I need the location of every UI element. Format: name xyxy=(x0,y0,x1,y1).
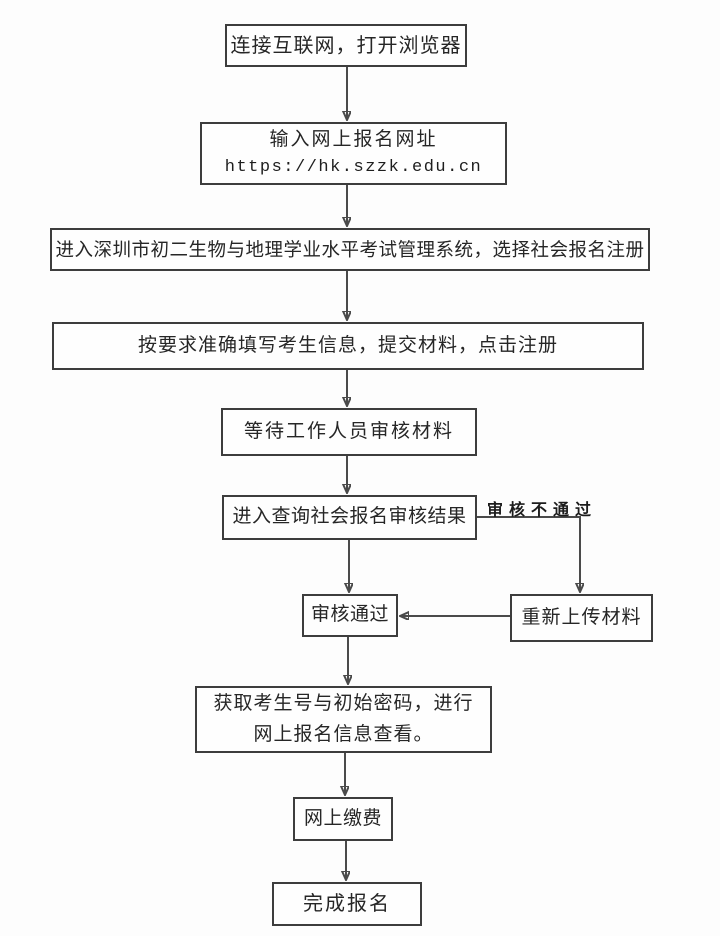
node-enter-system: 进入深圳市初二生物与地理学业水平考试管理系统，选择社会报名注册 xyxy=(50,228,650,271)
node-review-pass-label: 审核通过 xyxy=(310,604,389,626)
node-enter-system-label: 进入深圳市初二生物与地理学业水平考试管理系统，选择社会报名注册 xyxy=(55,238,645,260)
node-wait-review-label: 等待工作人员审核材料 xyxy=(243,420,454,442)
node-fill-info: 按要求准确填写考生信息，提交材料，点击注册 xyxy=(52,322,644,370)
node-connect-internet-label: 连接互联网，打开浏览器 xyxy=(230,34,462,57)
node-wait-review: 等待工作人员审核材料 xyxy=(221,408,477,456)
node-reupload: 重新上传材料 xyxy=(510,594,653,642)
node-review-pass: 审核通过 xyxy=(302,594,398,637)
node-get-id: 获取考生号与初始密码，进行网上报名信息查看。 xyxy=(195,686,492,753)
node-reupload-label: 重新上传材料 xyxy=(521,606,642,628)
node-pay-online: 网上缴费 xyxy=(293,797,393,841)
arrow-query-to-reupload xyxy=(477,516,580,591)
node-connect-internet: 连接互联网，打开浏览器 xyxy=(225,24,467,67)
node-query-result-label: 进入查询社会报名审核结果 xyxy=(232,506,467,528)
edge-label-review-fail: 审核不通过 xyxy=(487,502,598,519)
node-enter-url-label: 输入网上报名网址 xyxy=(269,129,438,151)
node-enter-url-address: https://hk.szzk.edu.cn xyxy=(224,157,483,177)
node-query-result: 进入查询社会报名审核结果 xyxy=(222,495,477,540)
node-fill-info-label: 按要求准确填写考生信息，提交材料，点击注册 xyxy=(137,334,558,356)
node-get-id-label: 获取考生号与初始密码，进行网上报名信息查看。 xyxy=(213,693,474,745)
node-enter-url: 输入网上报名网址 https://hk.szzk.edu.cn xyxy=(200,122,507,185)
node-pay-online-label: 网上缴费 xyxy=(303,807,382,829)
node-complete: 完成报名 xyxy=(272,882,422,926)
node-complete-label: 完成报名 xyxy=(303,893,391,915)
